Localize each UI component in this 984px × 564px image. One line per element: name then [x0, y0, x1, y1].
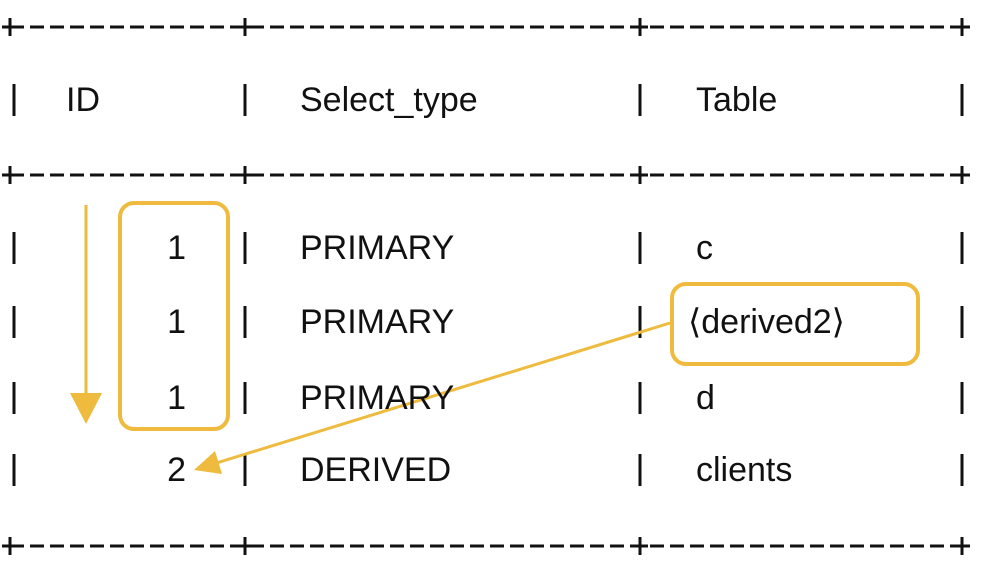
row-2-id: 1 [167, 303, 186, 341]
row-4-table: clients [696, 451, 793, 489]
column-separators [12, 84, 964, 486]
row-1-select-type: PRIMARY [300, 229, 455, 267]
row-2-table: ⟨derived2⟩ [688, 303, 845, 341]
row-1-id: 1 [167, 229, 186, 267]
header-id: ID [66, 81, 100, 119]
row-1-table: c [696, 229, 713, 267]
down-arrow-icon [70, 205, 102, 424]
header-select-type: Select_type [300, 81, 478, 119]
row-4-id: 2 [167, 451, 186, 489]
id-group-highlight-box [118, 201, 230, 431]
derived-link-arrow-icon [194, 321, 671, 474]
border-junctions [2, 18, 970, 555]
header-table: Table [696, 81, 778, 119]
row-3-table: d [696, 379, 715, 417]
row-4-select-type: DERIVED [300, 451, 452, 489]
row-3-id: 1 [167, 379, 186, 417]
derived-table-highlight-box [670, 282, 920, 366]
row-2-select-type: PRIMARY [300, 303, 455, 341]
row-3-select-type: PRIMARY [300, 379, 455, 417]
